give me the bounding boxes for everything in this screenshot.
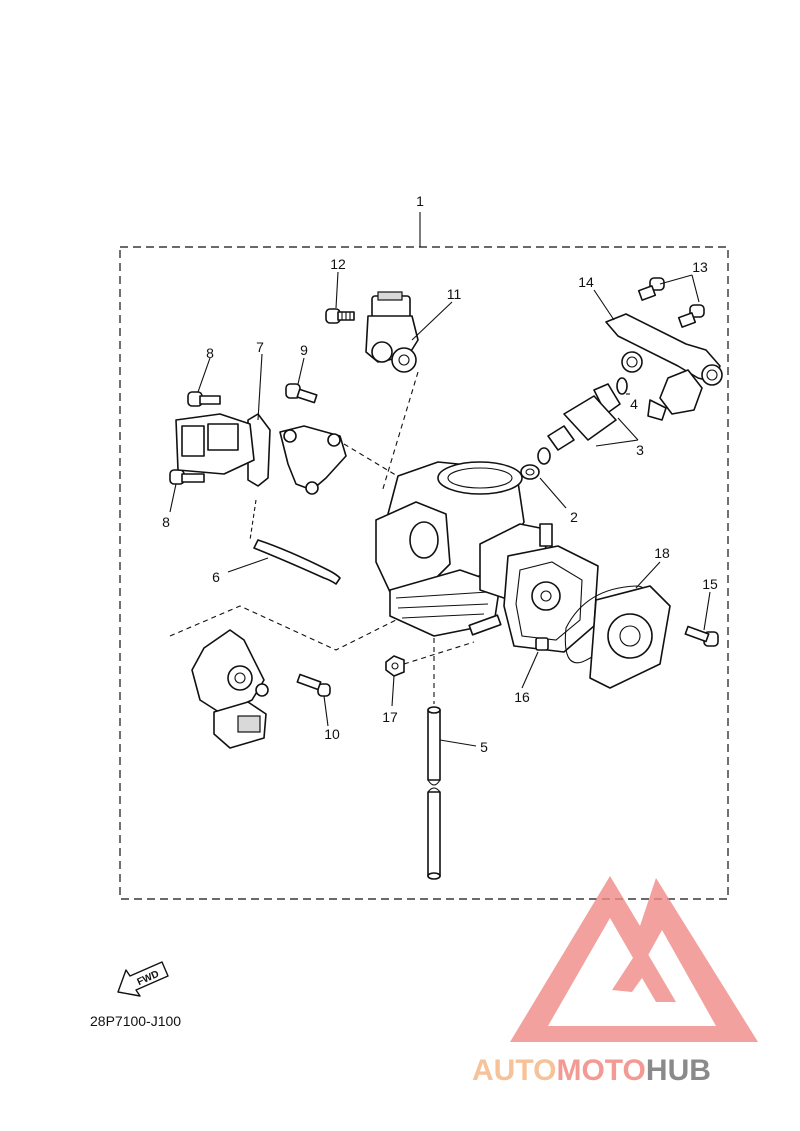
watermark-moto: MOTO bbox=[556, 1054, 645, 1087]
part-18-cover-plate bbox=[589, 585, 671, 689]
throttle-side-cover bbox=[503, 523, 599, 653]
callout-3: 3 bbox=[636, 442, 644, 458]
callout-17: 17 bbox=[382, 709, 398, 725]
part-14-fuel-rail-bracket bbox=[605, 313, 723, 421]
part-7-bracket bbox=[247, 413, 347, 495]
part-10-screw bbox=[296, 673, 331, 697]
part-8-screw-lower bbox=[169, 469, 205, 485]
throttle-switch-block bbox=[175, 413, 255, 475]
callout-11: 11 bbox=[447, 286, 462, 302]
callout-5: 5 bbox=[480, 739, 488, 755]
fwd-arrow-icon: FWD bbox=[117, 961, 169, 997]
callout-13: 13 bbox=[692, 259, 708, 275]
part-3-fuel-injector bbox=[537, 383, 621, 465]
part-8-screw-upper bbox=[187, 391, 221, 407]
drawing-code: 28P7100-J100 bbox=[90, 1013, 181, 1029]
callout-1: 1 bbox=[416, 193, 424, 209]
part-2-washer bbox=[520, 464, 540, 480]
part-6-hose bbox=[253, 539, 341, 585]
automotohub-logo-mark bbox=[510, 876, 758, 1042]
part-15-screw bbox=[684, 625, 719, 647]
watermark-auto: AUTO bbox=[472, 1054, 556, 1087]
callout-7: 7 bbox=[256, 339, 264, 355]
callout-12: 12 bbox=[330, 256, 346, 272]
part-5-tube bbox=[427, 706, 441, 880]
part-12-screw bbox=[325, 308, 355, 324]
callout-18: 18 bbox=[654, 545, 670, 561]
part-11-pressure-sensor bbox=[365, 291, 419, 373]
part-4-o-ring bbox=[616, 377, 628, 395]
watermark-hub: HUB bbox=[646, 1054, 711, 1087]
part-17-nut bbox=[385, 655, 405, 677]
part-16-nut bbox=[535, 637, 549, 651]
callout-8-lower: 8 bbox=[162, 514, 170, 530]
callout-2: 2 bbox=[570, 509, 578, 525]
callout-14: 14 bbox=[578, 274, 594, 290]
callout-4: 4 bbox=[630, 396, 638, 412]
callout-9: 9 bbox=[300, 342, 308, 358]
callout-16: 16 bbox=[514, 689, 530, 705]
callout-8-upper: 8 bbox=[206, 345, 214, 361]
callout-15: 15 bbox=[702, 576, 718, 592]
assembly-boundary bbox=[119, 246, 729, 900]
callout-6: 6 bbox=[212, 569, 220, 585]
throttle-body-main bbox=[375, 461, 551, 637]
watermark-text: AUTOMOTOHUB bbox=[472, 1054, 711, 1087]
part-10-throttle-position-sensor bbox=[191, 629, 269, 749]
part-9-screw bbox=[285, 383, 318, 404]
callout-10: 10 bbox=[324, 726, 340, 742]
part-13-screws bbox=[637, 277, 705, 328]
